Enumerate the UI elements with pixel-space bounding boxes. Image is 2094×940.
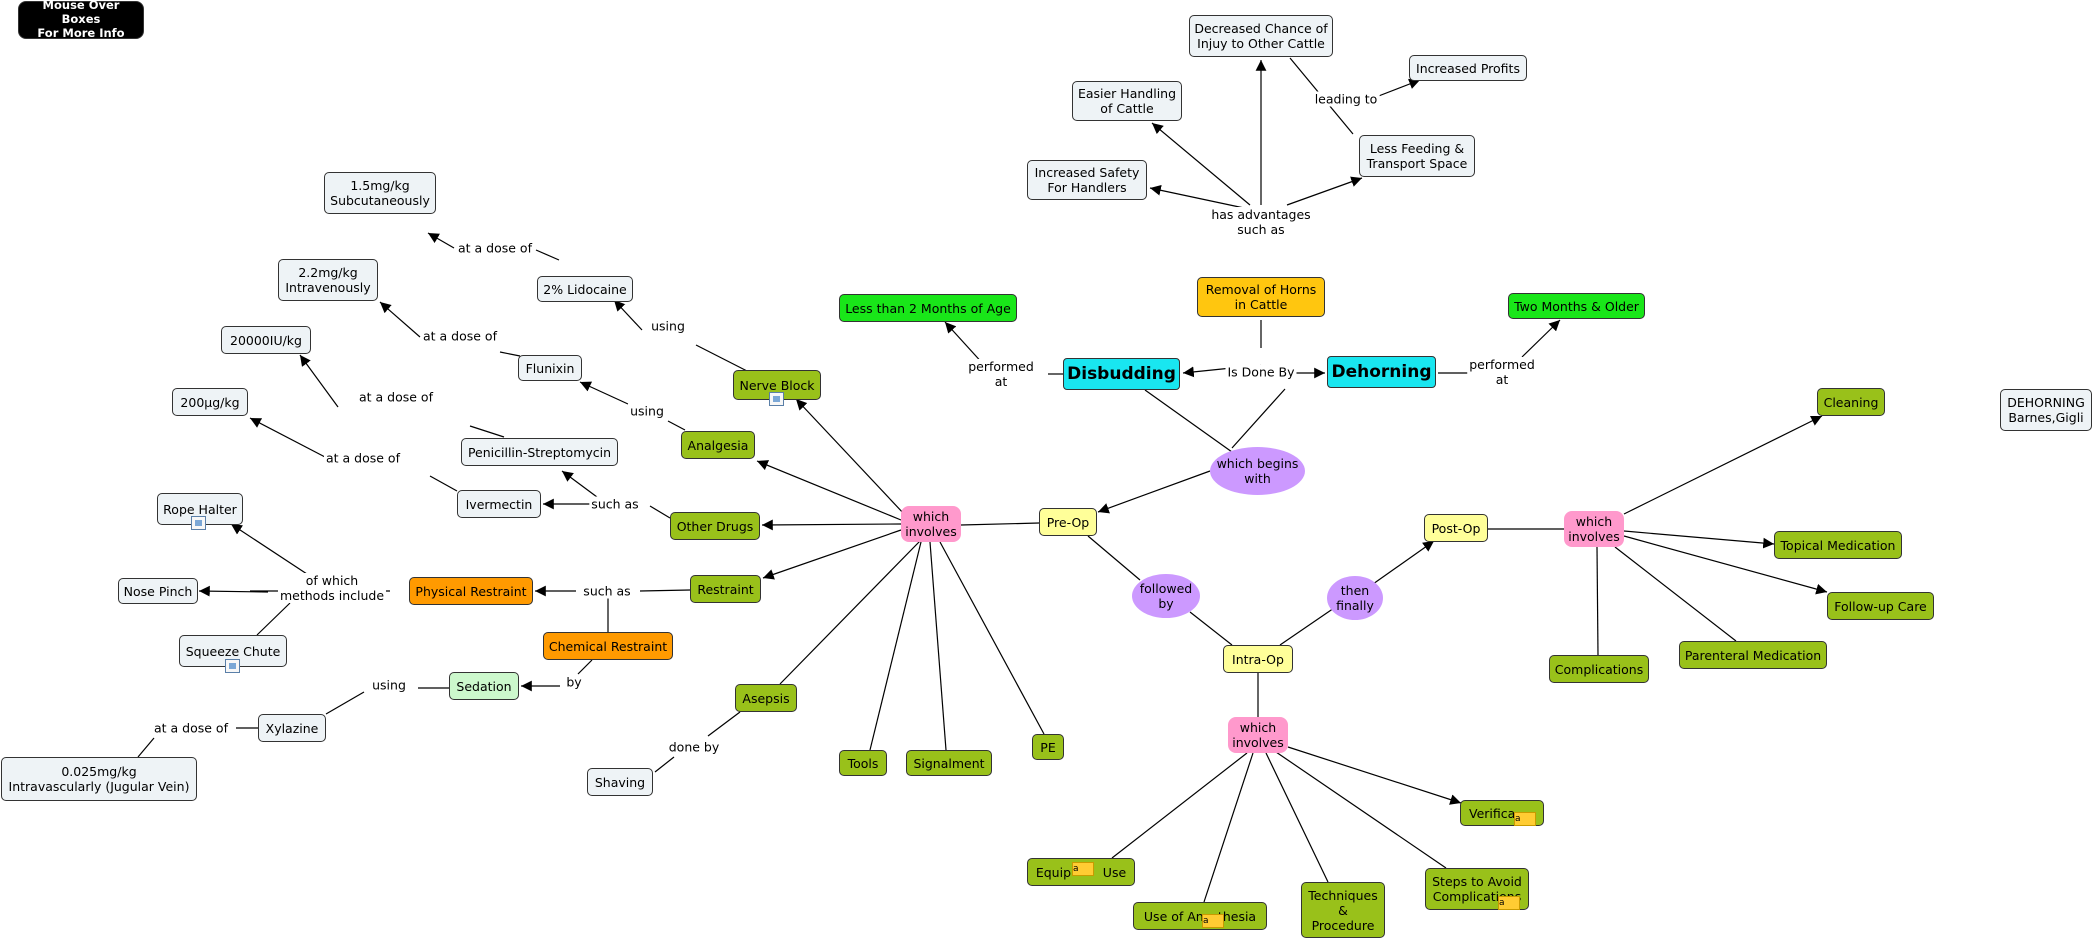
node-lidocaine[interactable]: 2% Lidocaine <box>537 276 633 302</box>
link-performed-at-left: performed at <box>966 359 1036 389</box>
node-use-of-anesthesia[interactable]: Use of Anesthesia <box>1133 902 1267 930</box>
node-which-begins-with: which begins with <box>1210 447 1305 495</box>
node-asepsis[interactable]: Asepsis <box>735 684 797 712</box>
link-using-2: using <box>628 403 666 419</box>
mouse-over-tip: Mouse Over Boxes For More Info <box>18 0 144 40</box>
node-chemical-restraint[interactable]: Chemical Restraint <box>543 632 673 660</box>
node-sedation[interactable]: Sedation <box>449 672 519 700</box>
image-resource-icon[interactable] <box>769 392 784 406</box>
link-of-which: of which methods include <box>277 573 387 603</box>
node-removal-of-horns[interactable]: Removal of Horns in Cattle <box>1197 277 1325 317</box>
link-at-dose-5: at a dose of <box>152 720 230 736</box>
link-by: by <box>564 674 584 690</box>
node-two-months-older[interactable]: Two Months & Older <box>1508 293 1645 319</box>
node-pen-strep-dose[interactable]: 20000IU/kg <box>221 326 311 354</box>
node-pre-op[interactable]: Pre-Op <box>1039 508 1097 536</box>
image-resource-icon[interactable] <box>225 659 240 673</box>
node-flunixin[interactable]: Flunixin <box>518 355 582 381</box>
node-topical-medication[interactable]: Topical Medication <box>1774 531 1902 559</box>
node-follow-up-care[interactable]: Follow-up Care <box>1827 592 1934 620</box>
node-ivermectin[interactable]: Ivermectin <box>457 490 541 518</box>
node-dehorning[interactable]: Dehorning <box>1327 356 1436 388</box>
node-squeeze-chute[interactable]: Squeeze Chute <box>179 635 287 667</box>
node-other-drugs[interactable]: Other Drugs <box>670 512 760 540</box>
node-xylazine-dose[interactable]: 0.025mg/kg Intravascularly (Jugular Vein… <box>1 757 197 801</box>
node-post-op[interactable]: Post-Op <box>1424 514 1488 542</box>
node-ivermectin-dose[interactable]: 200µg/kg <box>172 388 248 416</box>
link-such-as-1: such as <box>589 496 641 512</box>
link-done-by: done by <box>666 739 722 755</box>
node-pe[interactable]: PE <box>1032 734 1064 760</box>
link-at-dose-1: at a dose of <box>456 240 534 256</box>
node-signalment[interactable]: Signalment <box>906 750 992 776</box>
text-resource-icon[interactable]: a <box>1072 862 1094 876</box>
node-flunixin-dose[interactable]: 2.2mg/kg Intravenously <box>278 259 378 301</box>
link-is-done-by: Is Done By <box>1225 364 1297 380</box>
node-then-finally: then finally <box>1327 576 1383 620</box>
node-intra-op[interactable]: Intra-Op <box>1223 645 1293 673</box>
node-disbudding[interactable]: Disbudding <box>1063 358 1180 390</box>
link-leading-to: leading to <box>1312 91 1380 107</box>
text-resource-icon[interactable]: a <box>1514 812 1536 826</box>
node-analgesia[interactable]: Analgesia <box>681 431 755 459</box>
node-cleaning[interactable]: Cleaning <box>1817 388 1885 416</box>
node-shaving[interactable]: Shaving <box>587 768 653 796</box>
link-using-3: using <box>370 677 408 693</box>
node-xylazine[interactable]: Xylazine <box>258 714 326 742</box>
node-followed-by: followed by <box>1132 574 1200 618</box>
node-increased-safety[interactable]: Increased Safety For Handlers <box>1027 160 1147 200</box>
link-at-dose-3: at a dose of <box>357 389 435 405</box>
node-nose-pinch[interactable]: Nose Pinch <box>118 578 198 604</box>
link-at-dose-4: at a dose of <box>324 450 402 466</box>
node-parenteral-medication[interactable]: Parenteral Medication <box>1679 641 1827 669</box>
link-has-advantages: has advantages such as <box>1209 207 1313 237</box>
node-tools[interactable]: Tools <box>839 750 887 776</box>
node-less-feeding[interactable]: Less Feeding & Transport Space <box>1359 135 1475 177</box>
node-verification[interactable]: Verifica <box>1460 800 1544 826</box>
link-performed-at-right: performed at <box>1467 357 1537 387</box>
text-resource-icon[interactable]: a <box>1498 896 1520 910</box>
link-at-dose-2: at a dose of <box>421 328 499 344</box>
node-intra-op-involves: which involves <box>1228 717 1288 753</box>
link-such-as-2: such as <box>581 583 633 599</box>
node-complications[interactable]: Complications <box>1549 655 1649 683</box>
node-pre-op-involves: which involves <box>901 506 961 542</box>
text-resource-icon[interactable]: a <box>1202 914 1224 928</box>
image-resource-icon[interactable] <box>191 516 206 530</box>
node-restraint[interactable]: Restraint <box>690 575 761 603</box>
node-techniques[interactable]: Techniques & Procedure <box>1301 882 1385 938</box>
node-less-than-2-months[interactable]: Less than 2 Months of Age <box>839 294 1017 322</box>
author-note: DEHORNING Barnes,Gigli <box>2000 389 2092 431</box>
node-increased-profits[interactable]: Increased Profits <box>1409 55 1527 81</box>
node-physical-restraint[interactable]: Physical Restraint <box>409 577 533 605</box>
link-using-1: using <box>649 318 687 334</box>
node-lidocaine-dose[interactable]: 1.5mg/kg Subcutaneously <box>324 172 436 214</box>
node-post-op-involves: which involves <box>1564 511 1624 547</box>
node-pen-strep[interactable]: Penicillin-Streptomycin <box>461 438 618 466</box>
node-easier-handling[interactable]: Easier Handling of Cattle <box>1072 81 1182 121</box>
node-decreased-injury[interactable]: Decreased Chance of Injuy to Other Cattl… <box>1189 15 1333 57</box>
